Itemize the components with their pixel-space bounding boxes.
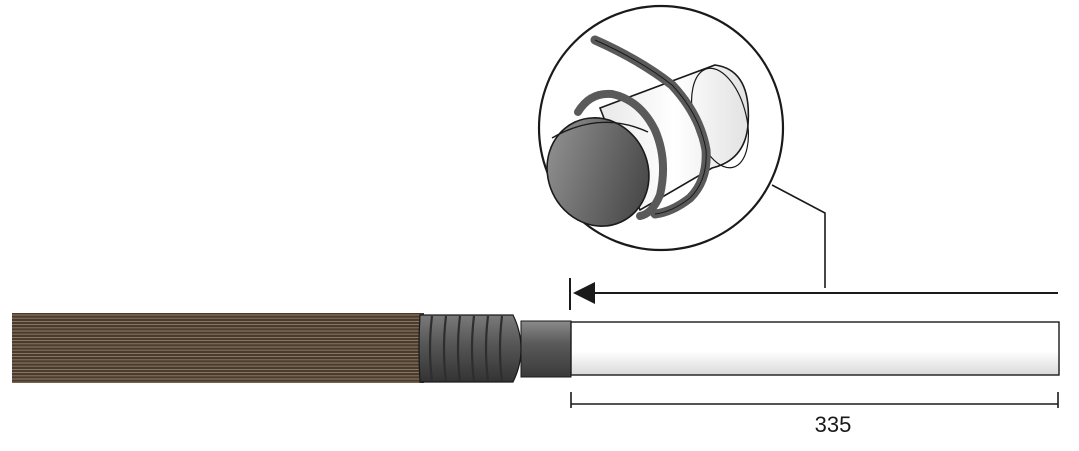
- detail-tape-outline: [594, 39, 707, 215]
- dimension-label: 335: [815, 412, 852, 437]
- rod-section: [570, 321, 1060, 376]
- ferrule-rib: [428, 315, 434, 382]
- ferrule-rib: [498, 315, 504, 382]
- detail-leader-line: [771, 184, 826, 288]
- wooden-handle: [12, 313, 424, 383]
- ferrule-rib: [442, 315, 448, 382]
- insertion-arrow: [569, 278, 1058, 310]
- arrow-head: [573, 282, 595, 304]
- detail-tape-loop: [574, 89, 667, 220]
- dimension-bracket: 335: [570, 392, 1059, 437]
- ferrule-rib: [484, 315, 490, 382]
- detail-end-cap: [546, 117, 650, 227]
- ferrule-rib: [470, 315, 476, 382]
- handle-grain: [12, 314, 424, 383]
- detail-end-cap-rim: [551, 121, 649, 139]
- connector-sleeve: [520, 320, 572, 378]
- ferrule-body: [418, 314, 522, 383]
- ribbed-ferrule: [418, 314, 522, 383]
- ferrule-rib: [456, 315, 462, 382]
- ferrule-ribs: [428, 315, 504, 382]
- detail-callout: [537, 4, 785, 252]
